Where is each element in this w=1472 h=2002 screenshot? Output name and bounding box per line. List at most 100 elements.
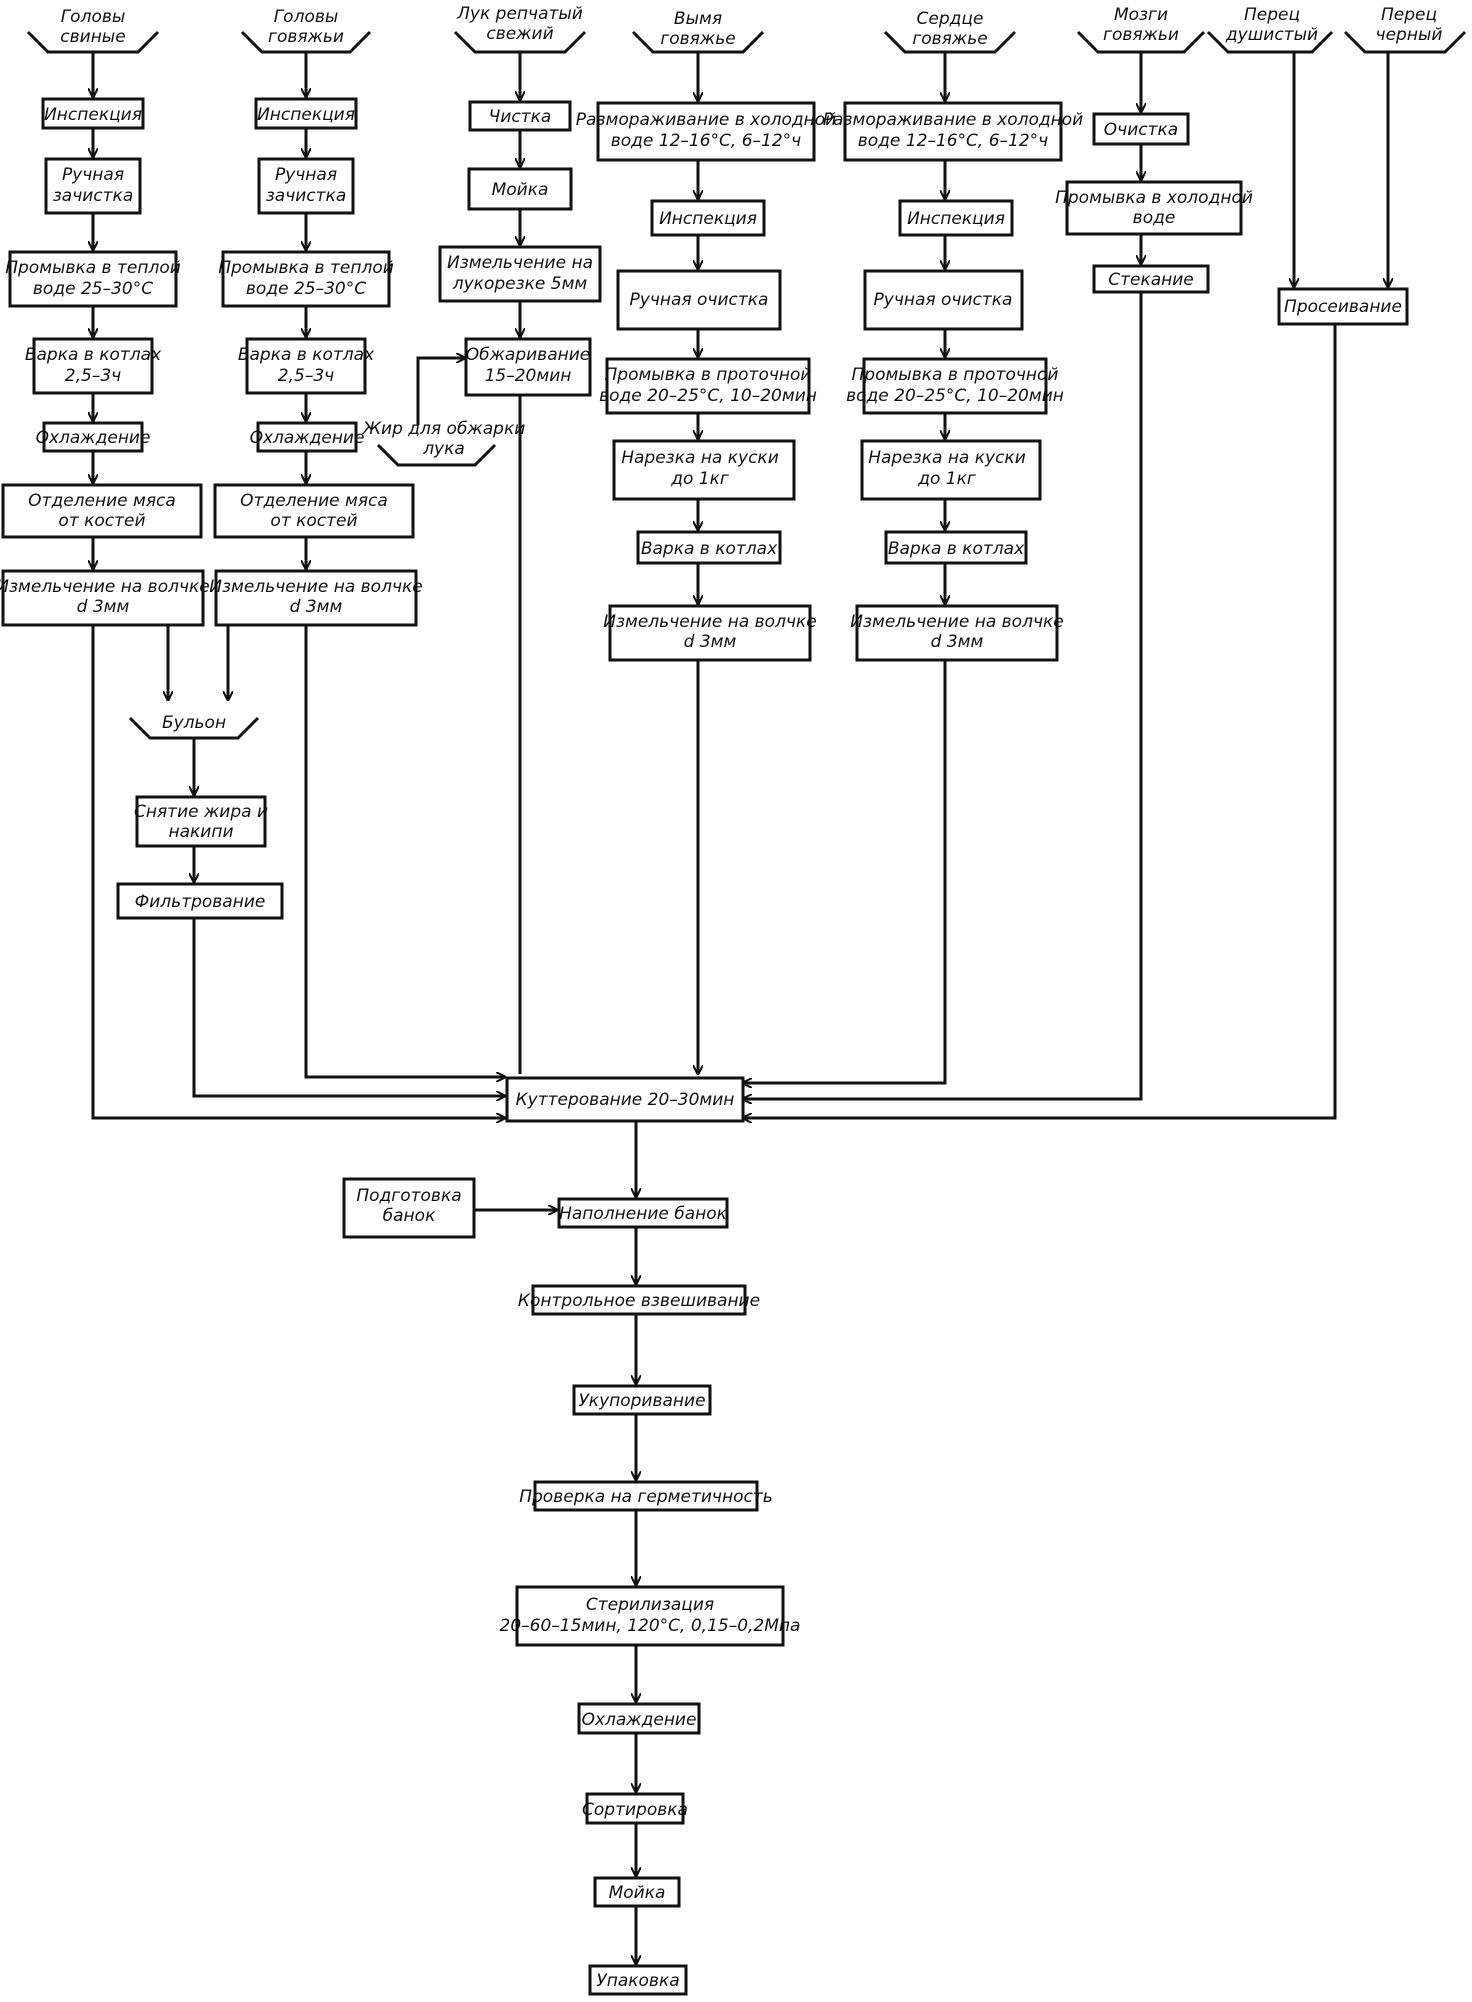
merge-beef-mince — [304, 625, 505, 1077]
step-beef-inspection: Инспекция — [254, 97, 358, 130]
step-heart-inspection: Инспекция — [898, 199, 1014, 237]
step-pork-inspection: Инспекция — [41, 97, 145, 130]
svg-text:Охлаждение: Охлаждение — [36, 428, 151, 448]
svg-text:Ручная очистка: Ручная очистка — [874, 290, 1013, 310]
svg-text:Варка в котлах: Варка в котлах — [641, 539, 778, 559]
svg-text:Охлаждение: Охлаждение — [250, 428, 365, 448]
step-cutter: Куттерование 20–30мин — [505, 1076, 745, 1123]
svg-text:Укупоривание: Укупоривание — [578, 1391, 705, 1411]
step-final-cooling: Охлаждение — [577, 1702, 701, 1735]
svg-text:Варка в котлах: Варка в котлах — [888, 539, 1025, 559]
svg-text:Просеивание: Просеивание — [1284, 297, 1402, 317]
svg-text:Мойка: Мойка — [492, 180, 549, 200]
step-broth-filtering: Фильтрование — [116, 882, 284, 920]
merge-filtered-broth — [192, 918, 505, 1096]
hopper-broth: Бульон — [128, 713, 260, 740]
step-sealing: Укупоривание — [572, 1384, 712, 1416]
step-heart-boiling: Варка в котлах — [884, 530, 1028, 565]
svg-text:Чистка: Чистка — [489, 107, 552, 127]
svg-text:Куттерование 20–30мин: Куттерование 20–30мин — [516, 1090, 735, 1110]
svg-text:Ручная очистка: Ручная очистка — [630, 290, 769, 310]
svg-text:Инспекция: Инспекция — [44, 105, 142, 125]
svg-text:Наполнение банок: Наполнение банок — [559, 1204, 728, 1224]
svg-text:Инспекция: Инспекция — [907, 209, 1005, 229]
step-brains-cleaning: Очистка — [1092, 112, 1190, 146]
step-beef-cooling: Охлаждение — [250, 421, 365, 453]
merge-brains — [743, 292, 1143, 1099]
step-udder-manual-peeling: Ручная очистка — [616, 269, 782, 331]
step-final-washing: Мойка — [593, 1876, 681, 1908]
svg-text:Упаковка: Упаковка — [596, 1971, 679, 1991]
merge-heart — [743, 660, 947, 1083]
svg-text:Инспекция: Инспекция — [659, 209, 757, 229]
step-heart-manual-peeling: Ручная очистка — [863, 269, 1024, 331]
step-onion-peeling: Чистка — [468, 100, 572, 132]
step-udder-boiling: Варка в котлах — [636, 530, 782, 565]
step-weighing: Контрольное взвешивание — [518, 1284, 760, 1316]
svg-text:Инспекция: Инспекция — [257, 105, 355, 125]
svg-text:Проверка на герметичность: Проверка на герметичность — [519, 1487, 773, 1507]
svg-text:Стекание: Стекание — [1108, 270, 1194, 290]
arrow-onion-fat — [416, 358, 465, 425]
svg-text:Бульон: Бульон — [162, 713, 226, 733]
svg-text:Мойка: Мойка — [609, 1883, 666, 1903]
merge-pork-mince — [91, 625, 505, 1118]
step-spices-sifting: Просеивание — [1277, 287, 1409, 326]
